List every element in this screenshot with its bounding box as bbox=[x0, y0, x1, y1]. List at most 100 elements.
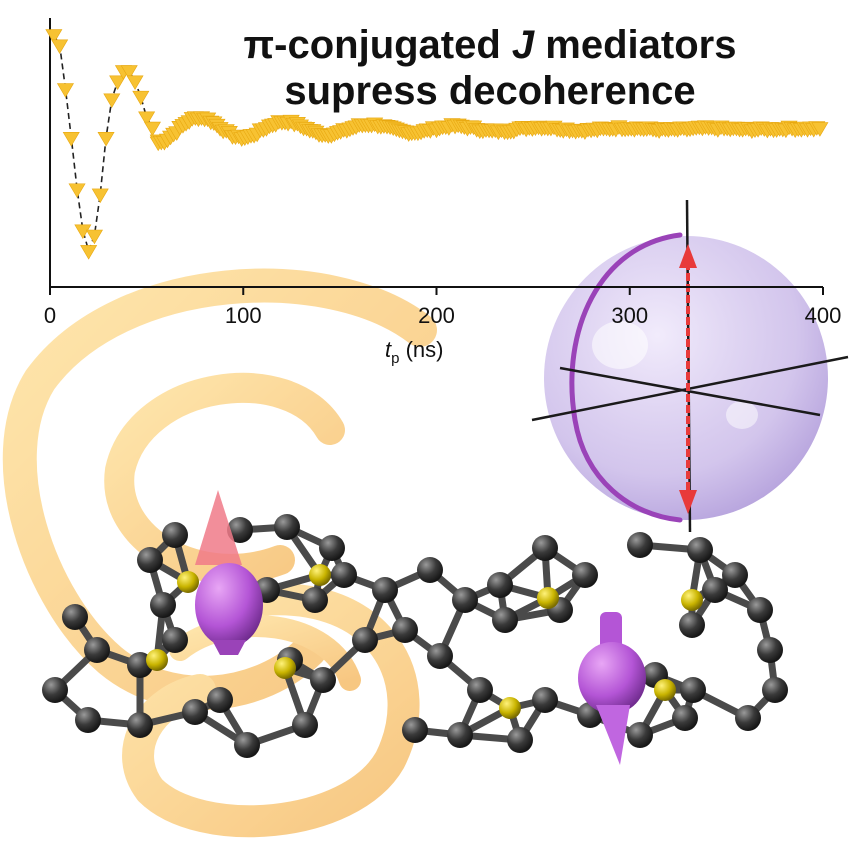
carbon-atom bbox=[319, 535, 345, 561]
data-point bbox=[85, 229, 103, 245]
carbon-atom bbox=[427, 643, 453, 669]
carbon-atom bbox=[42, 677, 68, 703]
carbon-atom bbox=[137, 547, 163, 573]
data-point bbox=[80, 245, 98, 260]
carbon-atom bbox=[532, 535, 558, 561]
data-point bbox=[143, 121, 161, 137]
data-point bbox=[132, 90, 150, 106]
carbon-atom bbox=[274, 514, 300, 540]
carbon-atom bbox=[467, 677, 493, 703]
headline-line-1-pre: π-conjugated bbox=[243, 23, 512, 67]
molecule-atoms bbox=[42, 514, 788, 758]
data-point bbox=[138, 111, 156, 126]
sulfur-atom bbox=[537, 587, 559, 609]
x-axis-title: tp (ns) bbox=[385, 337, 443, 367]
spin-left-body bbox=[195, 563, 263, 647]
carbon-atom bbox=[310, 667, 336, 693]
carbon-atom bbox=[207, 687, 233, 713]
carbon-atom bbox=[747, 597, 773, 623]
spin-right-tail bbox=[600, 612, 622, 650]
data-point bbox=[56, 83, 74, 98]
carbon-atom bbox=[182, 699, 208, 725]
headline-line-1-italic: J bbox=[511, 23, 535, 67]
carbon-atom bbox=[234, 732, 260, 758]
electron-spin-left bbox=[195, 490, 263, 655]
carbon-atom bbox=[679, 612, 705, 638]
figure-headline: π-conjugated J mediators supress decoher… bbox=[150, 22, 830, 114]
carbon-atom bbox=[292, 712, 318, 738]
electron-spin-right bbox=[578, 612, 646, 765]
data-point bbox=[103, 93, 121, 108]
carbon-atom bbox=[627, 722, 653, 748]
bloch-sphere-highlight-2 bbox=[726, 401, 758, 429]
sulfur-atom bbox=[681, 589, 703, 611]
data-point bbox=[68, 183, 86, 198]
data-point bbox=[811, 122, 829, 137]
x-axis-title-main: t bbox=[385, 337, 392, 362]
carbon-atom bbox=[722, 562, 748, 588]
spin-arrow-left-head bbox=[195, 490, 242, 565]
data-point bbox=[91, 188, 109, 204]
carbon-atom bbox=[127, 712, 153, 738]
sulfur-atom bbox=[274, 657, 296, 679]
data-point bbox=[45, 29, 63, 44]
sulfur-atom bbox=[654, 679, 676, 701]
bloch-arrow-down-head bbox=[679, 490, 697, 514]
carbon-atom bbox=[84, 637, 110, 663]
x-tick-label: 100 bbox=[225, 303, 262, 328]
carbon-atom bbox=[227, 517, 253, 543]
data-point bbox=[74, 224, 92, 240]
carbon-atom bbox=[162, 627, 188, 653]
carbon-atom bbox=[762, 677, 788, 703]
sulfur-atom bbox=[499, 697, 521, 719]
x-tick-label: 200 bbox=[418, 303, 455, 328]
carbon-atom bbox=[757, 637, 783, 663]
carbon-atom bbox=[672, 705, 698, 731]
data-point bbox=[120, 65, 138, 80]
carbon-atom bbox=[62, 604, 88, 630]
carbon-atom bbox=[75, 707, 101, 733]
headline-line-1-post: mediators bbox=[534, 23, 737, 67]
data-point bbox=[97, 132, 115, 147]
carbon-atom bbox=[162, 522, 188, 548]
carbon-atom bbox=[487, 572, 513, 598]
carbon-atom bbox=[417, 557, 443, 583]
spin-arrow-right-head bbox=[596, 705, 630, 765]
carbon-atom bbox=[402, 717, 428, 743]
carbon-atom bbox=[532, 687, 558, 713]
sulfur-atom bbox=[309, 564, 331, 586]
bloch-arrow-up-head bbox=[679, 244, 697, 268]
x-tick-label: 300 bbox=[611, 303, 648, 328]
ribbon-inner-loop bbox=[169, 615, 361, 691]
x-axis-title-sub: p bbox=[391, 350, 399, 367]
carbon-atom bbox=[150, 592, 176, 618]
sulfur-atom bbox=[177, 571, 199, 593]
headline-line-1: π-conjugated J mediators bbox=[150, 22, 830, 68]
carbon-atom bbox=[452, 587, 478, 613]
headline-line-2: supress decoherence bbox=[284, 69, 696, 113]
data-point bbox=[109, 75, 127, 90]
carbon-atom bbox=[302, 587, 328, 613]
spin-arrow-left-tail bbox=[212, 640, 246, 655]
carbon-atom bbox=[392, 617, 418, 643]
data-point bbox=[62, 132, 80, 147]
x-tick-label: 400 bbox=[805, 303, 842, 328]
chart-trace bbox=[45, 29, 829, 260]
x-axis-title-unit: (ns) bbox=[399, 337, 443, 362]
carbon-atom bbox=[572, 562, 598, 588]
carbon-atom bbox=[507, 727, 533, 753]
data-point bbox=[126, 75, 144, 90]
carbon-atom bbox=[372, 577, 398, 603]
bloch-sphere bbox=[531, 199, 849, 533]
ribbon-middle-loop bbox=[104, 372, 345, 584]
carbon-atom bbox=[735, 705, 761, 731]
carbon-atom bbox=[492, 607, 518, 633]
carbon-atom bbox=[702, 577, 728, 603]
spin-right-body bbox=[578, 642, 646, 714]
x-tick-label: 0 bbox=[44, 303, 56, 328]
bloch-axis-y bbox=[559, 366, 821, 417]
carbon-atom bbox=[331, 562, 357, 588]
macrocycle-molecule bbox=[42, 514, 788, 758]
